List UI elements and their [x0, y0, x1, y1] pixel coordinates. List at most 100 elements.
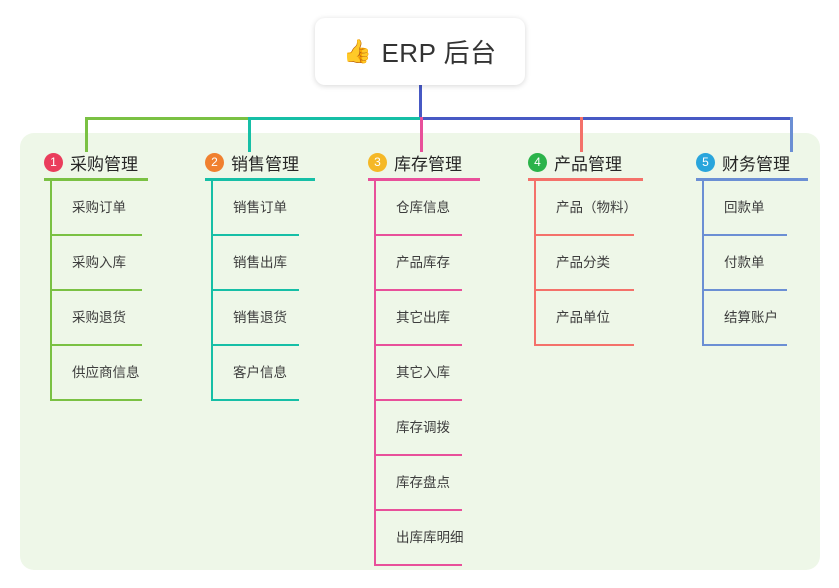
leaf-node-label: 出库库明细	[396, 530, 464, 545]
leaf-node[interactable]: 产品单位	[534, 291, 643, 346]
leaf-node-rule	[534, 289, 634, 291]
column-title: 库存管理	[394, 154, 462, 174]
leaf-node-rule	[211, 234, 299, 236]
leaf-node-rule	[702, 344, 787, 346]
column-spine	[50, 181, 52, 401]
leaf-node-rule	[50, 289, 142, 291]
leaf-node-rule	[702, 234, 787, 236]
leaf-node-label: 供应商信息	[72, 365, 140, 380]
leaf-node-rule	[374, 344, 462, 346]
column-header-rule	[696, 178, 808, 181]
leaf-node-label: 产品单位	[556, 310, 610, 325]
column-spine	[211, 181, 213, 401]
leaf-node-rule	[374, 399, 462, 401]
leaf-node-rule	[211, 289, 299, 291]
leaf-node-label: 结算账户	[724, 310, 778, 325]
leaf-node-label: 其它出库	[396, 310, 450, 325]
column-title: 产品管理	[554, 154, 622, 174]
column-title: 财务管理	[722, 154, 790, 174]
column-header-rule	[44, 178, 148, 181]
leaf-node-rule	[374, 454, 462, 456]
column-body-2: 销售订单销售出库销售退货客户信息	[211, 181, 315, 401]
connector-drop-3	[420, 117, 423, 152]
leaf-node-rule	[211, 399, 299, 401]
leaf-node[interactable]: 结算账户	[702, 291, 808, 346]
column-4: 4 产品管理产品（物料） 产品分类产品单位	[528, 150, 643, 346]
leaf-node[interactable]: 其它出库	[374, 291, 480, 346]
leaf-node[interactable]: 采购入库	[50, 236, 148, 291]
connector-trunk	[418, 85, 422, 120]
leaf-node-label: 其它入库	[396, 365, 450, 380]
leaf-node[interactable]: 销售出库	[211, 236, 315, 291]
leaf-node-label: 回款单	[724, 200, 765, 215]
leaf-node-label: 库存调拨	[396, 420, 450, 435]
leaf-node-label: 采购退货	[72, 310, 126, 325]
leaf-node-label: 客户信息	[233, 365, 287, 380]
thumbs-up-icon: 👍	[343, 38, 373, 64]
leaf-node-rule	[374, 234, 462, 236]
leaf-node[interactable]: 库存调拨	[374, 401, 480, 456]
column-header-rule	[205, 178, 315, 181]
leaf-node-label: 付款单	[724, 255, 765, 270]
leaf-node-label: 产品分类	[556, 255, 610, 270]
leaf-node-rule	[534, 344, 634, 346]
leaf-node-label: 销售出库	[233, 255, 287, 270]
leaf-node-label: 采购入库	[72, 255, 126, 270]
leaf-node-label: 采购订单	[72, 200, 126, 215]
column-3: 3 库存管理仓库信息产品库存其它出库其它入库库存调拨库存盘点出库库明细	[368, 150, 480, 566]
leaf-node[interactable]: 其它入库	[374, 346, 480, 401]
leaf-node-label: 产品库存	[396, 255, 450, 270]
leaf-node[interactable]: 仓库信息	[374, 181, 480, 236]
column-header-rule	[368, 178, 480, 181]
leaf-node[interactable]: 采购退货	[50, 291, 148, 346]
connector-bus-segment-3	[420, 117, 793, 120]
column-header-rule	[528, 178, 643, 181]
leaf-node-rule	[374, 564, 462, 566]
column-body-1: 采购订单采购入库采购退货供应商信息	[50, 181, 148, 401]
connector-drop-4	[580, 117, 583, 152]
leaf-node[interactable]: 库存盘点	[374, 456, 480, 511]
leaf-node-label: 产品（物料）	[556, 200, 637, 215]
leaf-node[interactable]: 产品库存	[374, 236, 480, 291]
column-header-3[interactable]: 3 库存管理	[368, 150, 480, 174]
column-body-3: 仓库信息产品库存其它出库其它入库库存调拨库存盘点出库库明细	[374, 181, 480, 566]
column-header-4[interactable]: 4 产品管理	[528, 150, 643, 174]
leaf-node[interactable]: 供应商信息	[50, 346, 148, 401]
root-node-label: 👍 ERP 后台	[343, 33, 496, 70]
leaf-node-rule	[50, 344, 142, 346]
leaf-node-label: 仓库信息	[396, 200, 450, 215]
leaf-node[interactable]: 付款单	[702, 236, 808, 291]
leaf-node[interactable]: 销售订单	[211, 181, 315, 236]
leaf-node[interactable]: 产品（物料）	[534, 181, 643, 236]
column-badge-1: 1	[44, 152, 63, 172]
column-title: 销售管理	[231, 154, 299, 174]
leaf-node-rule	[534, 234, 634, 236]
connector-bus-segment-2	[248, 117, 423, 120]
leaf-node[interactable]: 回款单	[702, 181, 808, 236]
connector-drop-5	[790, 117, 793, 152]
root-node[interactable]: 👍 ERP 后台	[315, 18, 525, 85]
leaf-node[interactable]: 出库库明细	[374, 511, 480, 566]
column-badge-3: 3	[368, 152, 387, 172]
column-badge-4: 4	[528, 152, 547, 172]
diagram-panel	[20, 133, 820, 570]
column-body-5: 回款单付款单结算账户	[702, 181, 808, 346]
connector-bus-segment-1	[85, 117, 251, 120]
leaf-node[interactable]: 采购订单	[50, 181, 148, 236]
leaf-node-rule	[50, 399, 142, 401]
leaf-node-label: 销售退货	[233, 310, 287, 325]
leaf-node-rule	[702, 289, 787, 291]
leaf-node[interactable]: 客户信息	[211, 346, 315, 401]
leaf-node-rule	[374, 509, 462, 511]
leaf-node[interactable]: 销售退货	[211, 291, 315, 346]
leaf-node-label: 库存盘点	[396, 475, 450, 490]
connector-drop-1	[85, 117, 88, 152]
leaf-node[interactable]: 产品分类	[534, 236, 643, 291]
leaf-node-rule	[374, 289, 462, 291]
